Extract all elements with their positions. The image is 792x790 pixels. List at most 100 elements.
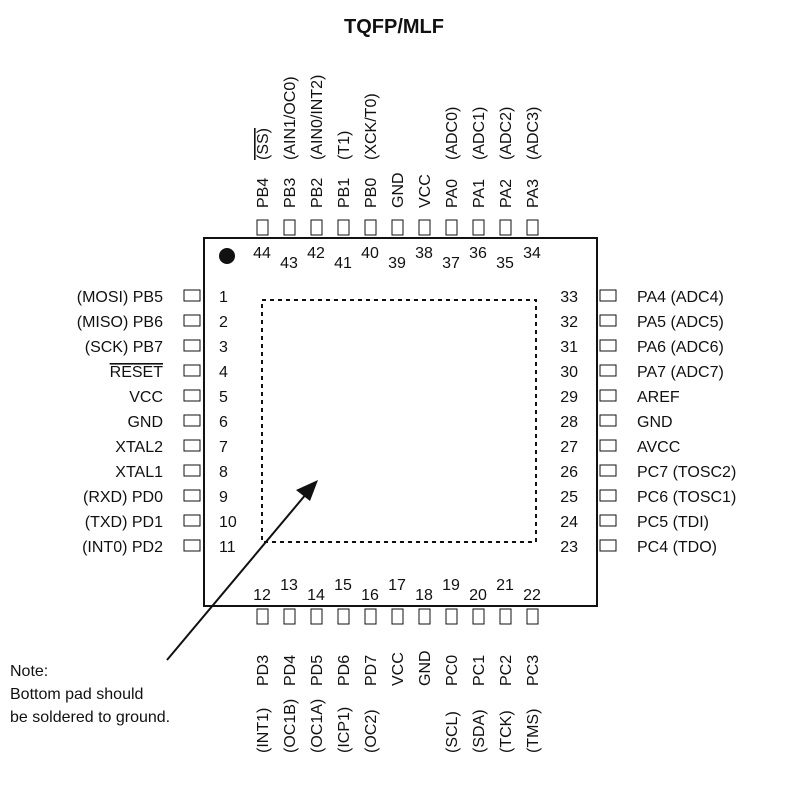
pin-function: (SDA) [471, 709, 488, 753]
note-line-3: be soldered to ground. [10, 709, 170, 726]
pin-function: (ADC0) [444, 107, 461, 160]
pin-pad [599, 314, 617, 327]
pin-label: (TXD) PD1 [85, 514, 163, 531]
pin-label: PA2 [498, 179, 515, 208]
pin-label: XTAL2 [115, 439, 163, 456]
pin-pad [418, 608, 431, 625]
pin-pad [183, 364, 201, 377]
pin-number: 42 [307, 245, 325, 262]
pin-pad [391, 608, 404, 625]
note-line-1: Note: [10, 663, 48, 680]
pin-pad [183, 289, 201, 302]
pin-number: 1 [219, 289, 228, 306]
pin-pad [310, 219, 323, 236]
pin-number: 7 [219, 439, 228, 456]
pin-function: (SS) [255, 128, 272, 160]
pin-number: 6 [219, 414, 228, 431]
pin-label: GND [417, 650, 434, 686]
pin-label: PD3 [255, 655, 272, 686]
pin-label: PD7 [363, 655, 380, 686]
pin-number: 22 [523, 587, 541, 604]
pin-pad [364, 608, 377, 625]
pin-function: (INT1) [255, 708, 272, 753]
pin-pad [499, 608, 512, 625]
pin-pad [599, 364, 617, 377]
pin-label: PA1 [471, 179, 488, 208]
pin-number: 16 [361, 587, 379, 604]
pin-label: PD5 [309, 655, 326, 686]
pin-label: PA3 [525, 179, 542, 208]
pin-label: (MISO) PB6 [77, 314, 163, 331]
pin-function: (T1) [336, 131, 353, 160]
pin-label: PC3 [525, 655, 542, 686]
pin-number: 38 [415, 245, 433, 262]
pin-label: AVCC [637, 439, 680, 456]
pin-number: 14 [307, 587, 325, 604]
pin-label: PC5 (TDI) [637, 514, 709, 531]
note-line-2: Bottom pad should [10, 686, 143, 703]
pin-function: (TCK) [498, 710, 515, 753]
pin-pad [445, 608, 458, 625]
pin-label: GND [637, 414, 673, 431]
pin-number: 11 [219, 539, 236, 556]
bottom-pad-outline [261, 299, 537, 543]
pin-pad [364, 219, 377, 236]
pin-number: 13 [280, 577, 298, 594]
pin-pad [337, 608, 350, 625]
pin-pad [256, 219, 269, 236]
pin-label: PA6 (ADC6) [637, 339, 724, 356]
pin-number: 41 [334, 255, 352, 272]
pin-number: 31 [560, 339, 578, 356]
pin-pad [599, 439, 617, 452]
pin-pad [391, 219, 404, 236]
pin-pad [183, 439, 201, 452]
pin-pad [599, 489, 617, 502]
pin-label: VCC [129, 389, 163, 406]
pin-label: GND [390, 172, 407, 208]
pin-pad [499, 219, 512, 236]
pin-function: (ADC3) [525, 107, 542, 160]
pin-function: (XCK/T0) [363, 93, 380, 160]
pin-label: VCC [390, 652, 407, 686]
pin-number: 3 [219, 339, 228, 356]
pin-pad [256, 608, 269, 625]
pin-pad [526, 608, 539, 625]
pin-label: PA7 (ADC7) [637, 364, 724, 381]
pin-function: (TMS) [525, 709, 542, 753]
pin-number: 17 [388, 577, 406, 594]
pin-pad [310, 608, 323, 625]
pin-pad [183, 464, 201, 477]
pin-label: PA5 (ADC5) [637, 314, 724, 331]
pin-pad [445, 219, 458, 236]
note-text: Note: Bottom pad should be soldered to g… [10, 663, 170, 726]
pin-label: PB4 [255, 178, 272, 208]
pin-number: 10 [219, 514, 237, 531]
pin-label: PC7 (TOSC2) [637, 464, 736, 481]
pin-number: 12 [253, 587, 271, 604]
pin-number: 40 [361, 245, 379, 262]
pin-pad [283, 219, 296, 236]
pin-number: 23 [560, 539, 578, 556]
note-arrow-head [296, 480, 318, 501]
pin-number: 2 [219, 314, 228, 331]
pin-number: 27 [560, 439, 578, 456]
pin-function: (OC1A) [309, 699, 326, 753]
pin-number: 18 [415, 587, 433, 604]
pin-function: (OC1B) [282, 699, 299, 753]
pin-label: XTAL1 [115, 464, 163, 481]
pin-pad [183, 514, 201, 527]
pin-pad [526, 219, 539, 236]
pin-function: (OC2) [363, 709, 380, 753]
pin-label: PC1 [471, 655, 488, 686]
pin-number: 44 [253, 245, 271, 262]
pin-number: 30 [560, 364, 578, 381]
chip-body [203, 237, 598, 607]
pin-number: 5 [219, 389, 228, 406]
pin-label: PB1 [336, 178, 353, 208]
pin-label: RESET [110, 364, 164, 381]
pin-number: 39 [388, 255, 406, 272]
pin-label: AREF [637, 389, 680, 406]
pin-number: 8 [219, 464, 228, 481]
